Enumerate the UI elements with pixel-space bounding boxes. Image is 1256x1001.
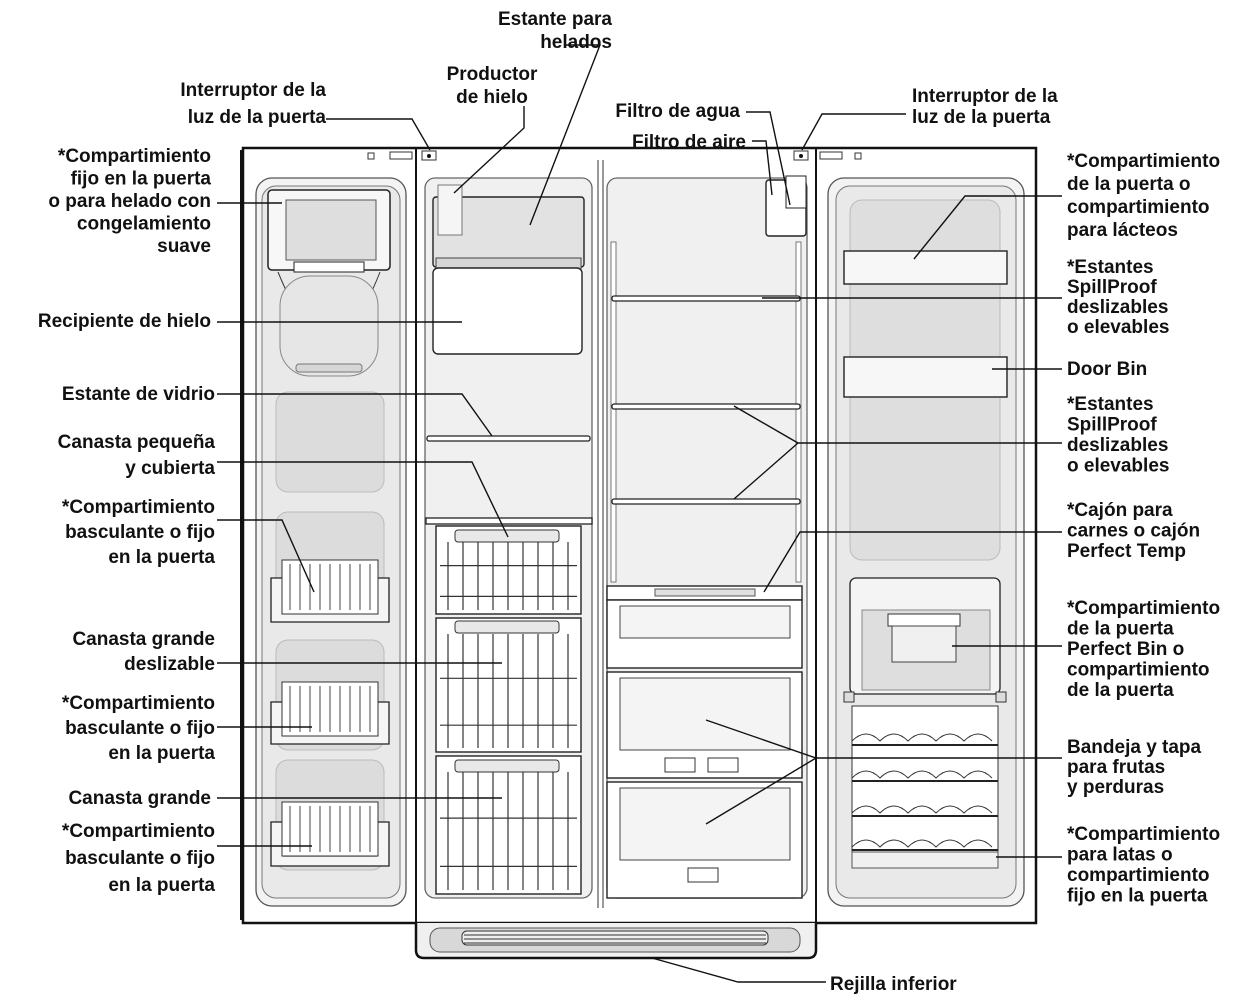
label-line: compartimiento	[1067, 660, 1210, 681]
label-line: Filtro de aire	[632, 132, 746, 153]
label-line: basculante o fijo	[65, 718, 215, 739]
freezer-compartment	[424, 177, 593, 899]
label-ice-bin: Recipiente de hielo	[38, 311, 211, 332]
label-line: *Compartimiento	[62, 497, 215, 518]
label-line: deslizable	[124, 654, 215, 675]
label-line: *Estantes	[1067, 257, 1154, 278]
label-line: deslizables	[1067, 435, 1168, 456]
perfect-bin	[843, 577, 1007, 703]
label-door-bin: Door Bin	[1067, 359, 1147, 380]
label-line: en la puerta	[108, 547, 215, 568]
label-tilt-bin-1: *Compartimiento basculante o fijo en la pu…	[62, 497, 215, 568]
can-rack	[851, 705, 999, 869]
label-line: luz de la puerta	[912, 107, 1051, 128]
label-glass-shelf: Estante de vidrio	[62, 384, 215, 405]
label-line: Perfect Temp	[1067, 541, 1186, 562]
label-line: congelamiento	[77, 214, 211, 235]
label-line: de la puerta o	[1067, 174, 1191, 195]
label-line: para latas o	[1067, 845, 1173, 866]
leader-lines	[217, 44, 1062, 983]
door-bin-top	[267, 189, 391, 377]
label-line: Perfect Bin o	[1067, 639, 1184, 660]
label-line: Filtro de agua	[615, 101, 740, 122]
label-line: Estante para	[498, 9, 612, 30]
label-line: Canasta grande	[68, 788, 211, 809]
label-line: carnes o cajón	[1067, 521, 1200, 542]
freezer-door	[255, 177, 407, 907]
label-line: *Cajón para	[1067, 500, 1173, 521]
fresh-food-door	[827, 177, 1025, 907]
label-line: luz de la puerta	[188, 107, 327, 128]
label-line: de la puerta	[1067, 680, 1174, 701]
fresh-food-compartment	[606, 175, 808, 899]
label-line: Estante de vidrio	[62, 384, 215, 405]
label-line: SpillProof	[1067, 415, 1157, 436]
label-line: para lácteos	[1067, 220, 1178, 241]
label-tilt-bin-2: *Compartimiento basculante o fijo en la pu…	[62, 693, 215, 764]
label-line: *Compartimiento	[62, 693, 215, 714]
label-line: Door Bin	[1067, 359, 1147, 380]
label-line: *Estantes	[1067, 394, 1154, 415]
label-line: compartimiento	[1067, 865, 1210, 886]
label-line: suave	[157, 236, 211, 257]
label-line: fijo en la puerta	[1067, 886, 1208, 907]
label-base-grille: Rejilla inferior	[830, 974, 957, 995]
meat-drawer	[606, 585, 803, 669]
label-large-sliding-basket: Canasta grande deslizable	[72, 629, 215, 675]
label-line: Interruptor de la	[912, 86, 1058, 107]
label-line: SpillProof	[1067, 277, 1157, 298]
tilt-bin-ribs	[289, 564, 371, 852]
label-line: y cubierta	[125, 458, 215, 479]
label-line: helados	[540, 32, 612, 53]
label-line: Bandeja y tapa	[1067, 737, 1202, 758]
label-line: en la puerta	[108, 743, 215, 764]
label-line: o para helado con	[48, 191, 211, 212]
label-line: Productor	[447, 64, 538, 85]
crisper-drawer	[606, 671, 803, 899]
basket-wires	[440, 542, 577, 890]
label-tilt-bin-3: *Compartimiento basculante o fijo en la pu…	[62, 821, 215, 896]
label-line: *Compartimiento	[1067, 824, 1220, 845]
label-line: deslizables	[1067, 297, 1168, 318]
label-door-light-switch-left: Interruptor de la luz de la puerta	[180, 80, 326, 128]
label-line: Interruptor de la	[180, 80, 326, 101]
base-grille	[414, 923, 818, 960]
label-air-filter: Filtro de aire	[632, 132, 746, 153]
label-line: o elevables	[1067, 317, 1169, 338]
label-line: y perduras	[1067, 777, 1164, 798]
label-line: basculante o fijo	[65, 848, 215, 869]
label-line: de la puerta	[1067, 619, 1174, 640]
label-small-basket: Canasta pequeña y cubierta	[58, 432, 216, 479]
label-line: o elevables	[1067, 456, 1169, 477]
label-large-basket: Canasta grande	[68, 788, 211, 809]
label-line: para frutas	[1067, 757, 1165, 778]
label-water-filter: Filtro de agua	[615, 101, 740, 122]
label-line: compartimiento	[1067, 197, 1210, 218]
label-line: basculante o fijo	[65, 522, 215, 543]
label-line: Recipiente de hielo	[38, 311, 211, 332]
label-line: Rejilla inferior	[830, 974, 957, 995]
label-line: Canasta grande	[72, 629, 215, 650]
label-line: *Compartimiento	[1067, 151, 1220, 172]
label-line: fijo en la puerta	[71, 169, 212, 190]
label-line: Canasta pequeña	[58, 432, 216, 453]
label-line: de hielo	[456, 87, 528, 108]
label-line: *Compartimiento	[58, 146, 211, 167]
label-line: *Compartimiento	[1067, 598, 1220, 619]
label-line: en la puerta	[108, 875, 215, 896]
label-line: *Compartimiento	[62, 821, 215, 842]
